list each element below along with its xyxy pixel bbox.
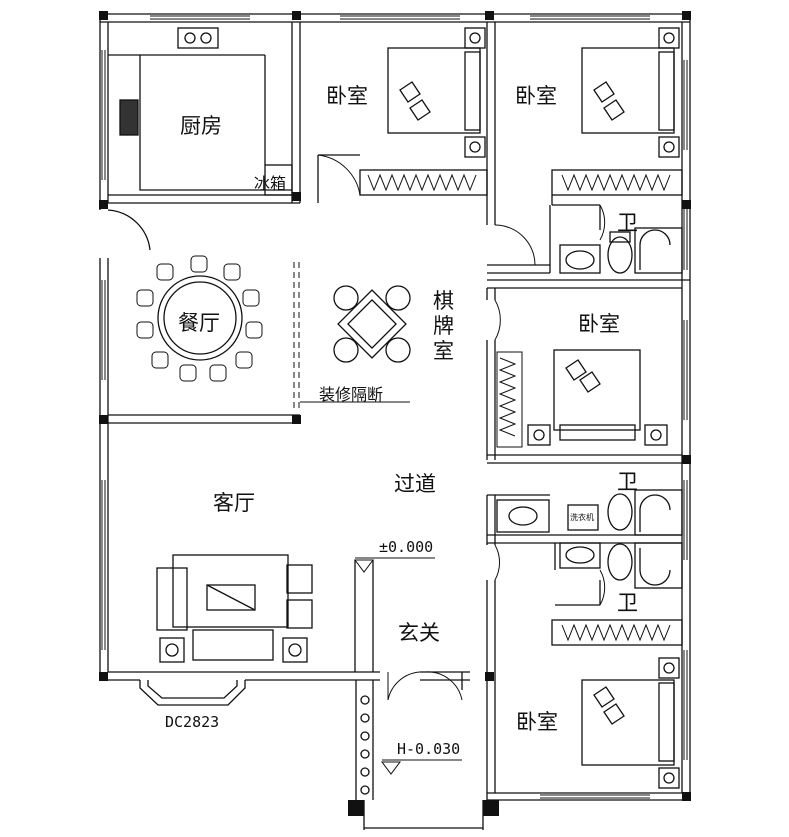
entrance-steps [354,560,484,830]
bedroom-1-label: 卧室 [326,84,368,108]
chess-room-label: 棋牌室 [433,289,454,363]
dining-table [136,255,263,382]
bedroom-3-label: 卧室 [578,312,620,336]
windows [101,15,688,799]
bedroom-4-label: 卧室 [516,710,558,734]
step-elevation-label: H-0.030 [397,740,461,758]
bath-2-label: 卫 [617,470,638,494]
corridor-label: 过道 [394,472,436,496]
partition-label: 装修隔断 [319,385,384,404]
chess-table [333,285,411,363]
floor-elevation-label: ±0.000 [379,538,434,556]
bathroom-fixtures [496,227,683,589]
elevation-markers [354,557,462,775]
wardrobe-marks [367,173,671,642]
entrance-label: 玄关 [398,621,440,645]
exterior-walls [99,13,691,801]
washer-tag: 洗衣机 [570,513,594,522]
kitchen-label: 厨房 [180,114,222,138]
sofa-set [156,554,313,663]
decorative-partition [293,262,300,410]
dining-label: 餐厅 [178,311,220,335]
bedroom-2-label: 卧室 [515,84,557,108]
fridge-label: 冰箱 [254,174,287,193]
kitchen-walls [107,22,301,251]
living-room-label: 客厅 [213,491,255,515]
bath-1-label: 卫 [617,211,638,235]
beds [387,27,680,789]
plan-code-label: DC2823 [165,713,220,731]
pillars [99,11,691,816]
interior-walls [108,22,690,800]
door-swings [317,154,606,701]
bath-3-label: 卫 [617,591,638,615]
bay-window [139,680,246,706]
